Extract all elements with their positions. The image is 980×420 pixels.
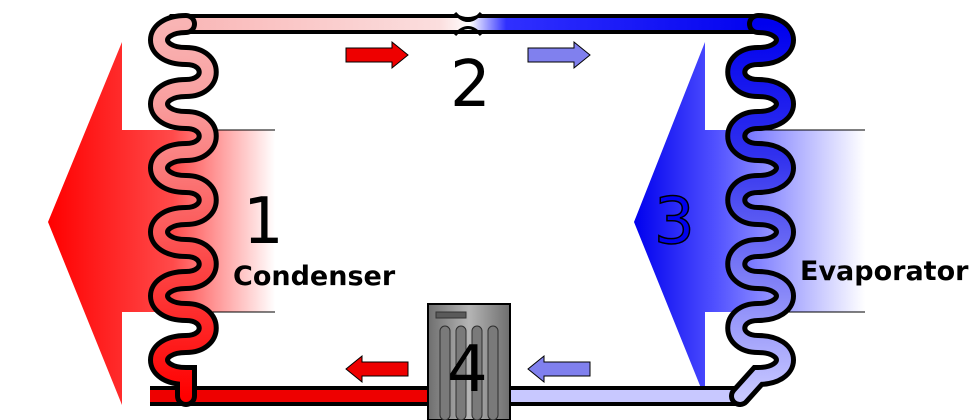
stage-2-number: 2 [450, 48, 491, 122]
stage-1-number: 1 [243, 185, 284, 259]
flow-arrow-top-hot [345, 40, 409, 70]
condenser-label: Condenser [233, 261, 396, 292]
evaporator-coil [730, 18, 791, 402]
expansion-valve-icon [453, 11, 483, 37]
bottom-pipe-hot [150, 386, 440, 406]
top-pipe [164, 14, 776, 34]
bottom-pipe-cool [500, 386, 740, 406]
stage-4-number: 4 [447, 333, 488, 407]
condenser-coil [153, 18, 214, 402]
flow-arrow-top-cool [527, 40, 591, 70]
evaporator-label: Evaporator [800, 256, 969, 287]
flow-arrow-bottom-hot [345, 354, 409, 384]
compressor-icon [427, 303, 511, 420]
flow-arrow-bottom-cool [527, 354, 591, 384]
stage-3-number: 3 [654, 185, 695, 259]
